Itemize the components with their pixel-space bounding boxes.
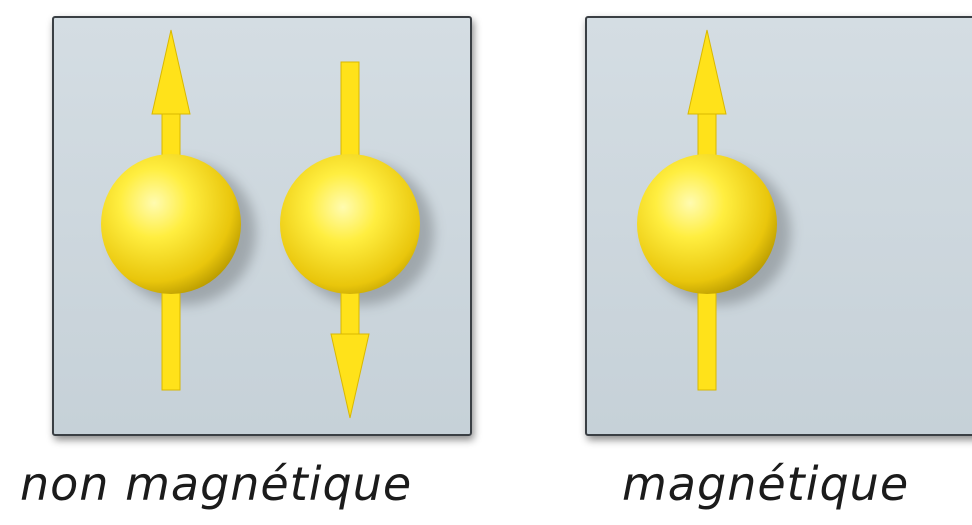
- atom-sphere: [101, 154, 241, 294]
- spin-up-1: [101, 29, 256, 391]
- atom-sphere: [637, 154, 777, 294]
- magnetic-spins: [637, 29, 791, 391]
- atom-sphere: [280, 154, 420, 294]
- spin-down-arrow-head: [330, 333, 370, 419]
- spin-up-arrow-head: [151, 29, 191, 115]
- spin-up-2: [637, 29, 791, 391]
- spin-up-arrow-head: [687, 29, 727, 115]
- spin-down-1: [280, 61, 434, 419]
- non-magnetic-caption: non magnétique: [20, 457, 413, 511]
- magnetic-panel: [585, 16, 972, 436]
- non-magnetic-spins: [101, 29, 434, 419]
- magnetic-caption: magnétique: [622, 457, 910, 511]
- non-magnetic-panel: [52, 16, 472, 436]
